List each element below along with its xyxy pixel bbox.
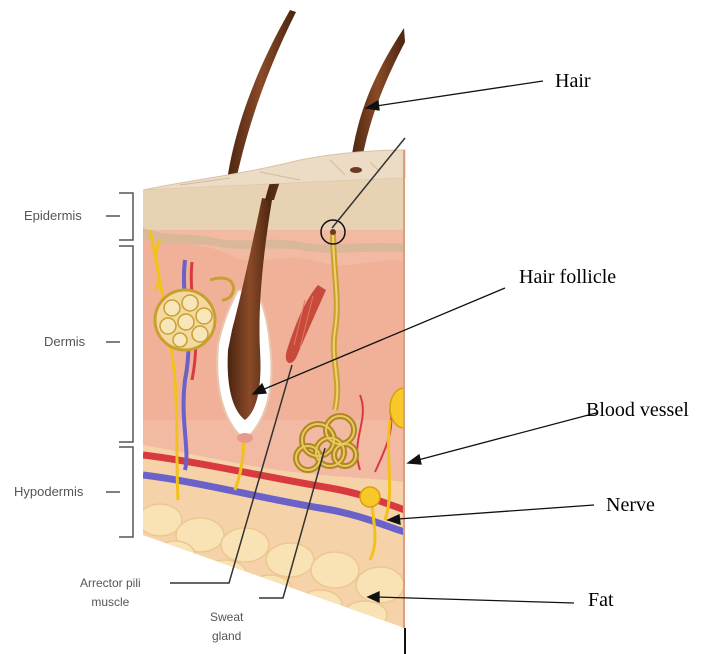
arrector-pili-label-line2: muscle [80,593,141,612]
sweat-gland-label-line2: gland [210,627,243,646]
epidermis-label: Epidermis [24,208,82,223]
blood-vessel-label: Blood vessel [586,399,689,422]
hair-follicle-label: Hair follicle [519,266,616,289]
dermis-label: Dermis [44,334,85,349]
hypodermis-label: Hypodermis [14,484,83,499]
nerve-label: Nerve [606,494,655,517]
hair-label: Hair [555,70,591,93]
sweat-gland-label: Sweat gland [210,608,243,646]
sweat-gland-label-line1: Sweat [210,608,243,627]
arrector-pili-label-line1: Arrector pili [80,574,141,593]
arrector-pili-label: Arrector pili muscle [80,574,141,612]
fat-arrow [378,597,574,603]
fat-label: Fat [588,589,614,612]
hair-arrow [376,81,543,106]
nerve-arrow [398,505,594,519]
blood-vessel-arrow [418,413,596,460]
layer-brackets [106,193,133,537]
